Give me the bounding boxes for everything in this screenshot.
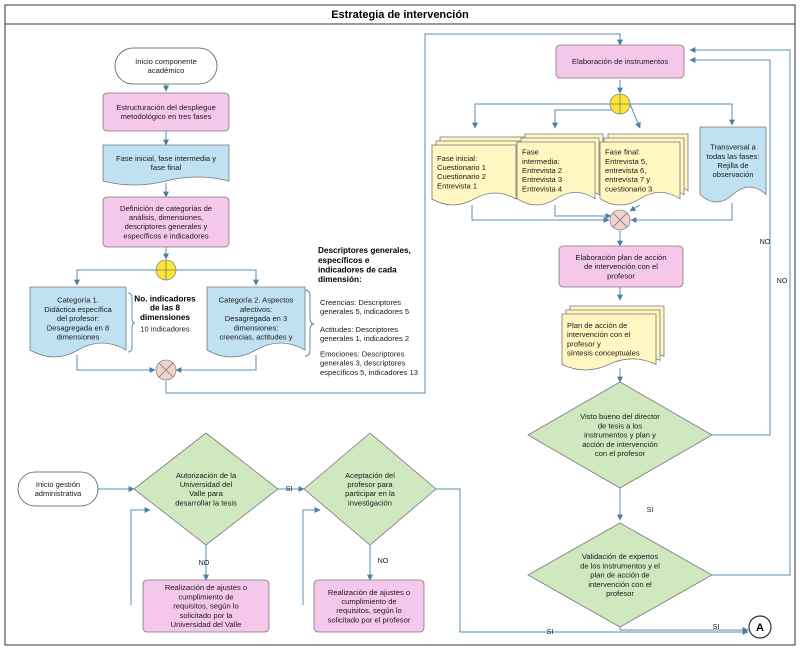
brace-1 [127, 292, 136, 353]
si_validacion-label: SI [713, 622, 720, 631]
e-val-no [689, 47, 791, 576]
elaboracion_instrumentos-text: Elaboración de instrumentos [572, 57, 668, 66]
connectors [74, 33, 791, 635]
edge-labels: NO NO SI NO SI NO SI SI [199, 237, 788, 636]
no_visto_bueno-label: NO [760, 237, 771, 246]
e-and-instr [165, 33, 623, 394]
e-f2-and2 [554, 205, 612, 219]
e-trans-and2 [630, 203, 733, 223]
elaboracion-instrumentos-node: Elaboración de instrumentos [555, 44, 685, 79]
si_autorizacion-label: SI [286, 484, 293, 493]
e-or2-f2 [552, 109, 612, 129]
e-or2-f3 [629, 103, 641, 129]
or-junction-1 [155, 259, 177, 281]
brace-2 [304, 289, 315, 357]
e-aj1-back [130, 507, 151, 605]
e-cat1-and [76, 355, 156, 373]
indicadores_value-text: 10 indicadores [140, 325, 190, 334]
e-aj2-back [302, 507, 321, 605]
fase_final-text: Fase final:Entrevista 5,entrevista 6,ent… [605, 148, 652, 194]
e-or2-trans [630, 103, 735, 126]
connector-a: A [748, 615, 772, 639]
e-cat2-and [175, 355, 257, 373]
si_visto_bueno-label: SI [647, 505, 654, 514]
e-vb-no [689, 57, 771, 436]
e-or-cat2 [176, 269, 259, 286]
no_validacion-label: NO [777, 276, 788, 285]
no_aceptacion-label: NO [378, 556, 389, 565]
no_autorizacion-label: NO [199, 558, 210, 567]
e-or-cat1 [74, 269, 156, 286]
e-f1-and2 [471, 205, 610, 223]
connector-a-text: A [756, 622, 764, 634]
e-acep-si [436, 488, 749, 635]
diagram-title: Estrategia de intervención [331, 9, 469, 21]
and-junction-1 [155, 359, 177, 381]
si_aceptacion-label: SI [547, 627, 554, 636]
or-junction-2 [609, 93, 631, 115]
e-or2-f1 [472, 103, 610, 129]
fase-final-doc: Fase final:Entrevista 5,entrevista 6,ent… [599, 133, 689, 206]
e-f3-and2 [629, 204, 641, 212]
and-junction-2 [609, 209, 631, 231]
